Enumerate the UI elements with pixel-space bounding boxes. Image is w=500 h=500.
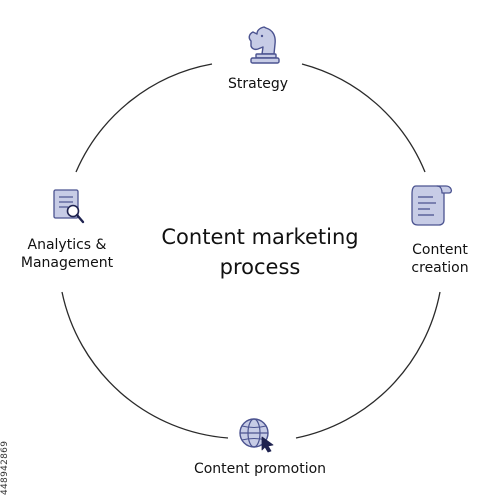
step-label-content-creation: Content creation — [392, 241, 488, 277]
step-label-analytics-management: Analytics & Management — [6, 236, 128, 272]
diagram-title: Content marketing process — [130, 222, 390, 283]
step-label-line: Analytics & — [27, 237, 107, 253]
step-label-line: Content promotion — [193, 461, 327, 477]
diagram-title-line: Content marketing — [161, 225, 359, 249]
diagram-title-line: process — [219, 255, 301, 280]
step-label-strategy: Strategy — [198, 75, 318, 93]
stock-id-text: 448942869 — [0, 440, 10, 495]
step-label-line: creation — [411, 260, 469, 277]
step-label-line: Strategy — [228, 76, 288, 92]
globe-cursor-icon — [239, 418, 274, 453]
ring-arc-promotion-to-analytics — [61, 291, 229, 439]
document-scroll-icon — [411, 185, 453, 226]
document-magnifier-icon — [53, 189, 85, 224]
ring-arc-creation-to-promotion — [295, 291, 441, 439]
ring-arc-strategy-to-creation — [301, 63, 426, 173]
step-label-line: Content — [412, 242, 468, 258]
chess-knight-icon — [248, 26, 280, 64]
step-label-line: Management — [20, 255, 114, 272]
step-label-content-promotion: Content promotion — [170, 460, 350, 478]
ring-arc-analytics-to-strategy — [75, 63, 213, 173]
